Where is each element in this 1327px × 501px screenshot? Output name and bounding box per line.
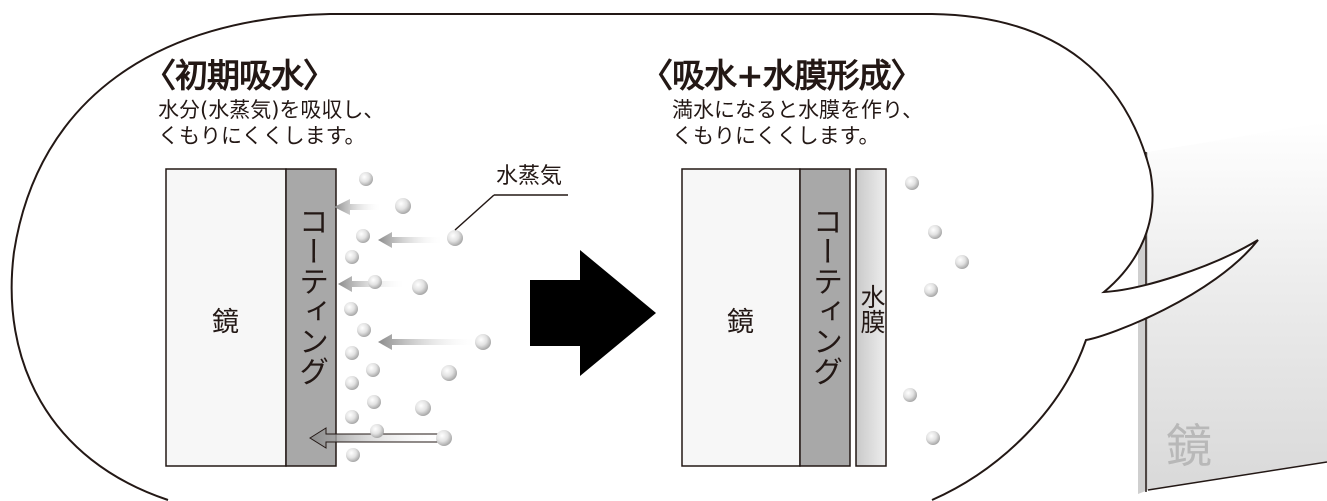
right-mirror-label: 鏡 (727, 307, 754, 338)
right-droplets (903, 176, 969, 445)
transition-arrow (530, 250, 656, 376)
right-mirror-block (681, 168, 801, 467)
right-desc-line2: くもりにくくします。 (672, 124, 880, 148)
right-coating-label: コーティング (807, 206, 842, 386)
right-film-block (855, 168, 887, 467)
left-coating-label: コーティング (293, 206, 328, 386)
left-heading: 〈初期吸水〉 (143, 56, 336, 95)
right-heading: 〈吸水+水膜形成〉 (640, 56, 924, 95)
right-film-label: 水膜 (857, 284, 886, 334)
left-mirror-label: 鏡 (212, 307, 239, 338)
left-droplets (344, 172, 491, 462)
right-coating-block (799, 168, 851, 467)
vapor-callout-leader (454, 194, 568, 231)
right-desc-line1: 満水になると水膜を作り、 (672, 98, 924, 122)
left-desc-line1: 水分(水蒸気)を吸収し、 (158, 98, 385, 122)
mirror-edge-label: 鏡 (1166, 419, 1212, 473)
left-coating-block (285, 168, 337, 467)
left-mirror-block (165, 168, 287, 467)
vapor-callout-label: 水蒸気 (496, 164, 563, 189)
left-desc-line2: くもりにくくします。 (158, 124, 366, 148)
mirror-edge-panel (1148, 122, 1327, 490)
